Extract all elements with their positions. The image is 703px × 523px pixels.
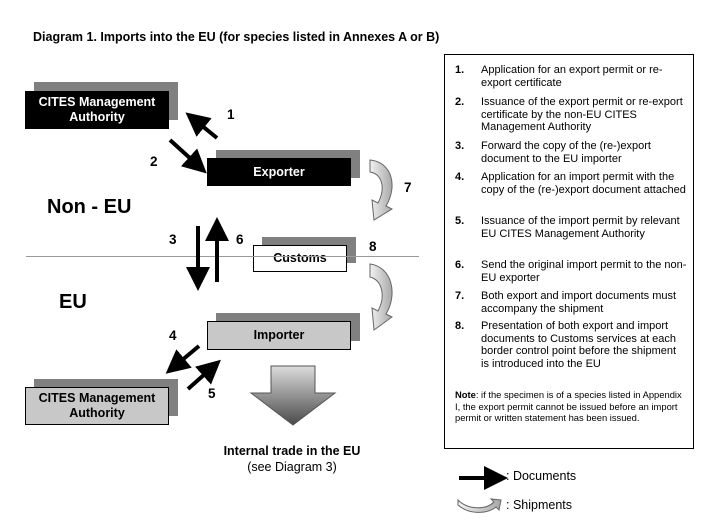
- document-arrow-5: [186, 359, 221, 391]
- customs-label: Customs: [273, 251, 327, 265]
- authority-bottom-box: CITES Management Authority: [25, 387, 169, 425]
- exporter-label: Exporter: [253, 164, 305, 179]
- step-text: Send the original import permit to the n…: [481, 259, 687, 284]
- authority-top-label: CITES Management Authority: [38, 95, 156, 124]
- authority-top-box: CITES Management Authority: [25, 91, 169, 129]
- eu-border-line: [26, 256, 419, 257]
- step-text: Forward the copy of the (re-)export docu…: [481, 140, 651, 165]
- step-marker-6: 6: [236, 232, 244, 247]
- step-number: 2.: [455, 96, 465, 108]
- step-text: Presentation of both export and import d…: [481, 320, 677, 370]
- internal-trade-title: Internal trade in the EU: [223, 444, 361, 458]
- document-arrow-1: [185, 112, 219, 140]
- step-number: 5.: [455, 215, 465, 227]
- step-6: 6. Send the original import permit to the…: [455, 259, 687, 284]
- region-non-eu: Non - EU: [47, 196, 132, 218]
- step-8: 8. Presentation of both export and import…: [455, 320, 687, 370]
- step-text: Both export and import documents must ac…: [481, 290, 677, 315]
- note-label: Note: [455, 389, 476, 400]
- legend-shipments-label: : Shipments: [506, 498, 573, 512]
- step-text: Application for an export permit or re-e…: [481, 64, 663, 89]
- step-3: 3. Forward the copy of the (re-)export do…: [455, 140, 687, 165]
- step-7: 7. Both export and import documents must …: [455, 290, 687, 315]
- authority-bottom-label: CITES Management Authority: [38, 391, 156, 420]
- step-2: 2. Issuance of the export permit or re-ex…: [455, 96, 687, 134]
- internal-trade-subtitle: (see Diagram 3): [247, 460, 337, 474]
- step-5: 5. Issuance of the import permit by relev…: [455, 215, 687, 240]
- step-marker-4: 4: [169, 328, 177, 343]
- document-arrow-2: [168, 138, 207, 174]
- exporter-box: Exporter: [207, 158, 351, 186]
- steps-legend-box: [444, 54, 694, 449]
- legend-note: Note: if the specimen is of a species li…: [455, 389, 689, 424]
- step-number: 4.: [455, 171, 465, 183]
- step-4: 4. Application for an import permit with …: [455, 171, 687, 196]
- step-marker-3: 3: [169, 232, 177, 247]
- step-text: Issuance of the import permit by relevan…: [481, 215, 680, 240]
- step-marker-5: 5: [208, 386, 216, 401]
- step-number: 6.: [455, 259, 465, 271]
- customs-box: Customs: [253, 245, 347, 272]
- step-number: 8.: [455, 320, 465, 332]
- step-marker-2: 2: [150, 154, 158, 169]
- importer-box: Importer: [207, 321, 351, 350]
- diagram-title: Diagram 1. Imports into the EU (for spec…: [33, 30, 440, 44]
- step-text: Issuance of the export permit or re-expo…: [481, 96, 683, 134]
- importer-label: Importer: [253, 328, 305, 342]
- shipment-arrow-7: [369, 159, 394, 221]
- step-text: Application for an import permit with th…: [481, 171, 686, 196]
- note-text: : if the specimen is of a species listed…: [455, 389, 682, 424]
- step-1: 1. Application for an export permit or re…: [455, 64, 687, 89]
- step-number: 7.: [455, 290, 465, 302]
- region-eu: EU: [59, 291, 87, 313]
- curved-arrow-icon: [457, 498, 502, 513]
- shipment-arrow-8: [369, 263, 393, 331]
- step-marker-7: 7: [404, 180, 412, 195]
- step-number: 1.: [455, 64, 465, 76]
- step-marker-8: 8: [369, 239, 377, 254]
- step-marker-1: 1: [227, 107, 235, 122]
- legend-documents-label: : Documents: [506, 469, 577, 483]
- step-number: 3.: [455, 140, 465, 152]
- document-arrow-4: [165, 344, 201, 374]
- internal-trade-arrow: [249, 365, 337, 426]
